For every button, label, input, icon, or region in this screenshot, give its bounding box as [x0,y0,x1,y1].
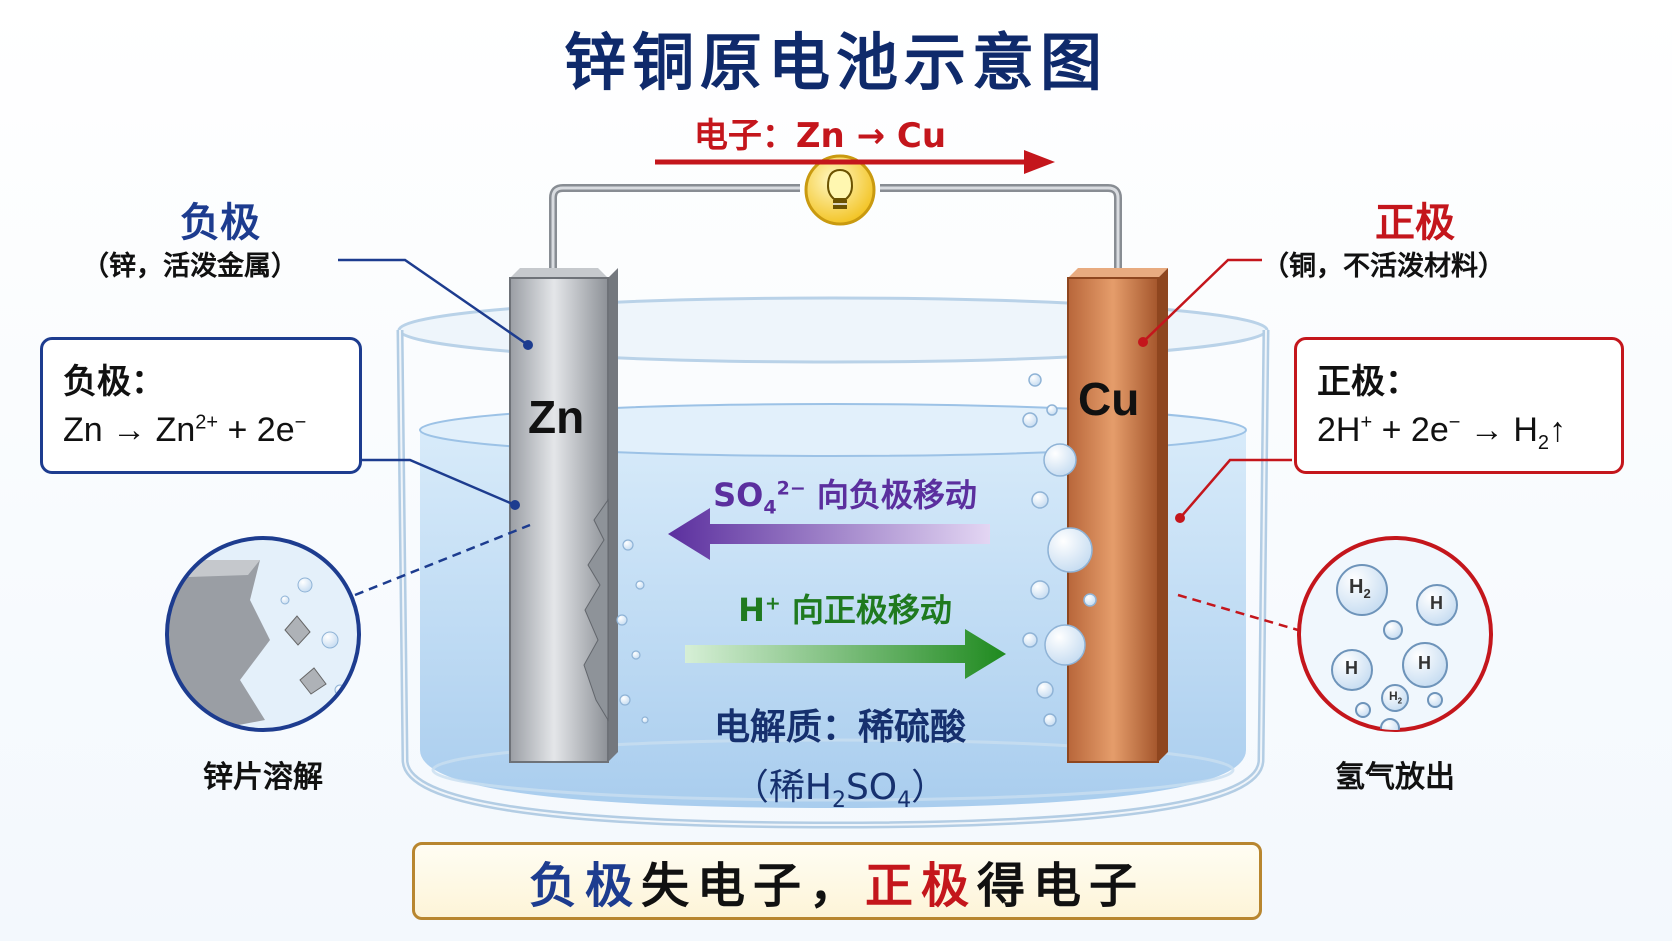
zinc-electrode-label: Zn [528,391,585,443]
electron-flow-label: 电子：Zn → Cu [693,116,947,156]
positive-pole-note: （铜，不活泼材料） [1262,251,1505,282]
bubble-label-h2-small: H2 [1389,689,1403,706]
positive-box-heading: 正极： [1317,362,1419,402]
electrolyte-name: 电解质：稀硫酸 [713,707,966,748]
hydrogen-release-inset [1297,536,1493,732]
bulb-icon [804,154,876,226]
copper-electrode [1067,268,1168,763]
zinc-electrode [509,268,618,763]
positive-equation: 2H+ + 2e− → H2↑ [1317,411,1566,454]
negative-equation: Zn → Zn2+ + 2e− [63,411,307,449]
zinc-particles [616,539,649,724]
summary-lose: 失电子， [640,858,865,914]
electrolyte-label: 电解质：稀硫酸 （稀H2SO4） [640,698,1040,813]
summary-banner: 负极失电子，正极得电子 [412,842,1262,920]
positive-callouts [1142,258,1292,519]
summary-negative: 负极 [528,858,641,914]
zinc-dissolving-inset [165,536,361,732]
page-title: 锌铜原电池示意图 [563,26,1108,99]
electrolyte-liquid [420,428,1246,808]
arrow-right-icon [1024,150,1055,174]
liquid-surface [419,403,1247,457]
electrolyte-formula: （稀H2SO4） [732,767,948,814]
positive-equation-box: 正极： 2H+ + 2e− → H2↑ [1294,337,1624,474]
bubble-label-h: H [1430,593,1443,613]
negative-callouts [338,258,529,507]
wire-right [880,184,1122,278]
bubble-label-h: H [1345,658,1358,678]
sulfate-migration-label: SO42− 向负极移动 [713,476,977,519]
negative-pole-note: （锌，活泼金属） [82,251,298,282]
bubble-label-h: H [1418,653,1431,673]
zinc-dissolving-caption: 锌片溶解 [203,760,323,795]
positive-pole-title: 正极 [1375,200,1455,246]
copper-electrode-label: Cu [1078,373,1140,425]
negative-box-heading: 负极： [63,362,165,402]
arrow-left-icon [668,508,990,560]
bubble-label-h2-large: H2 [1349,576,1371,601]
hydrogen-ion-migration-label: H+ 向正极移动 [738,591,952,629]
summary-gain: 得电子 [977,858,1146,914]
hydrogen-release-caption: 氢气放出 [1335,760,1455,795]
negative-equation-box: 负极： Zn → Zn2+ + 2e− [40,337,362,474]
negative-pole-title: 负极 [180,200,260,246]
hydrogen-bubbles [1022,373,1097,727]
arrow-right-icon [685,629,1006,679]
summary-positive: 正极 [865,858,978,914]
wire-left [549,184,800,278]
